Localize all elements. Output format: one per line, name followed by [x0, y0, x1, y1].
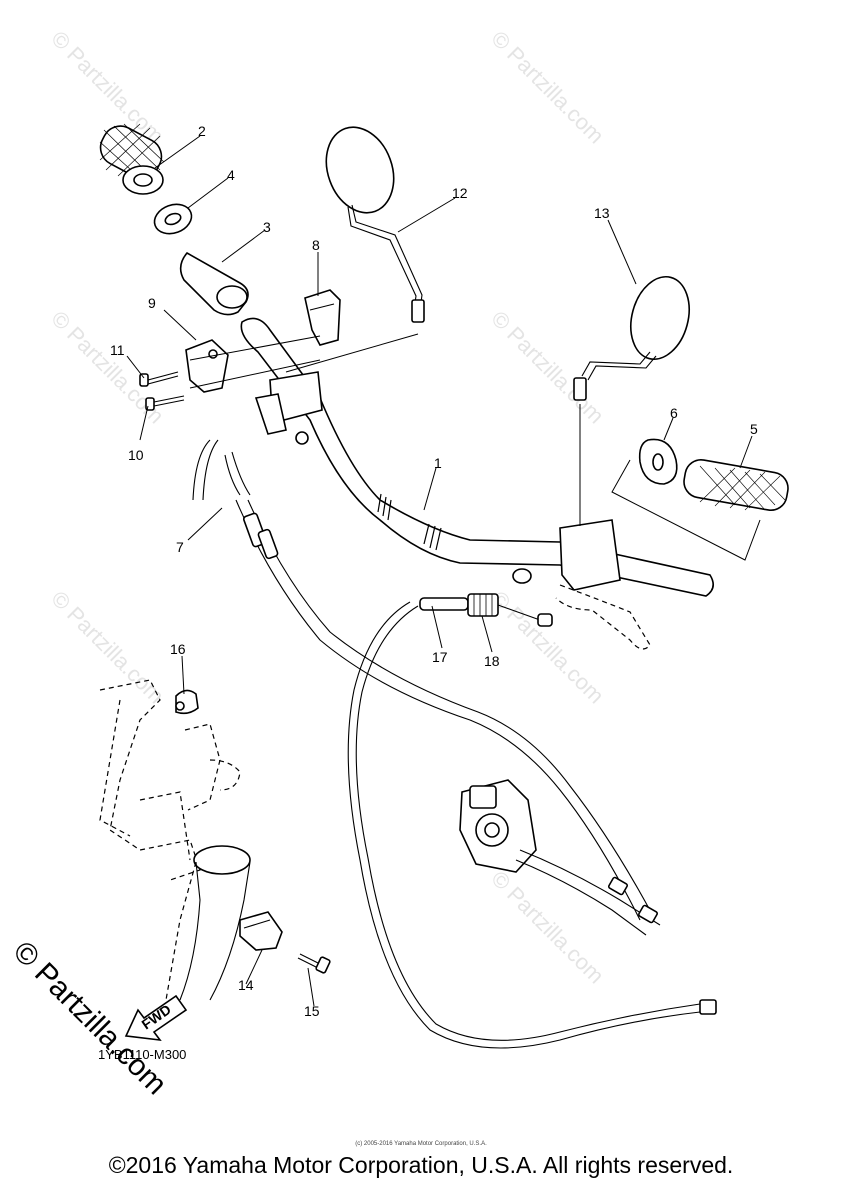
callout-15: 15: [304, 1003, 320, 1019]
part-bolt-15: [297, 953, 331, 974]
callout-9: 9: [148, 295, 156, 311]
watermark-7: © Partzilla.com: [486, 866, 609, 989]
part-throttle-cable: [192, 439, 653, 921]
part-cable-guide-14: [239, 911, 283, 951]
callout-13: 13: [594, 205, 610, 221]
callout-10: 10: [128, 447, 144, 463]
callout-1: 1: [434, 455, 442, 471]
watermark-5: © Partzilla.com: [46, 586, 169, 709]
fwd-arrow: FWD: [124, 994, 188, 1042]
callout-6: 6: [670, 405, 678, 421]
callout-17: 17: [432, 649, 448, 665]
watermark-6: © Partzilla.com: [486, 586, 609, 709]
callout-2: 2: [198, 123, 206, 139]
callout-11: 11: [110, 342, 125, 358]
callout-18: 18: [484, 653, 500, 669]
part-mirror-right: [573, 275, 690, 401]
part-grip-washer-6: [638, 438, 678, 485]
part-throttle-grip: [99, 123, 165, 195]
callout-14: 14: [238, 977, 254, 993]
watermark-4: © Partzilla.com: [486, 306, 609, 429]
part-mirror-left: [325, 126, 425, 323]
diagram-reference-code: 1YB1110-M300: [98, 1047, 187, 1062]
part-handlebar: [240, 317, 714, 650]
part-left-grip: [683, 458, 789, 512]
part-fork-tube: [165, 845, 251, 1001]
callout-labels: 2 4 3 8 9 11 10 12 13 6 5 1 7 16 17 18 1…: [110, 123, 758, 1019]
copyright-footer: ©2016 Yamaha Motor Corporation, U.S.A. A…: [108, 1152, 734, 1178]
part-washer-4: [153, 203, 193, 235]
part-throttle-body: [459, 779, 661, 936]
leader-lines: [126, 135, 753, 1007]
watermark-2: © Partzilla.com: [486, 26, 609, 149]
part-cable-adjuster-18: [467, 593, 553, 627]
part-bolt-11: [139, 371, 179, 387]
callout-3: 3: [263, 219, 271, 235]
part-clamp-8: [304, 289, 341, 346]
callout-16: 16: [170, 641, 186, 657]
watermark-1: © Partzilla.com: [46, 26, 169, 149]
callout-8: 8: [312, 237, 320, 253]
part-throttle-sleeve: [179, 251, 249, 316]
callout-5: 5: [750, 421, 758, 437]
tiny-copyright: (c) 2005-2016 Yamaha Motor Corporation, …: [355, 1141, 487, 1147]
callout-7: 7: [176, 539, 184, 555]
callout-12: 12: [452, 185, 468, 201]
callout-4: 4: [227, 167, 235, 183]
